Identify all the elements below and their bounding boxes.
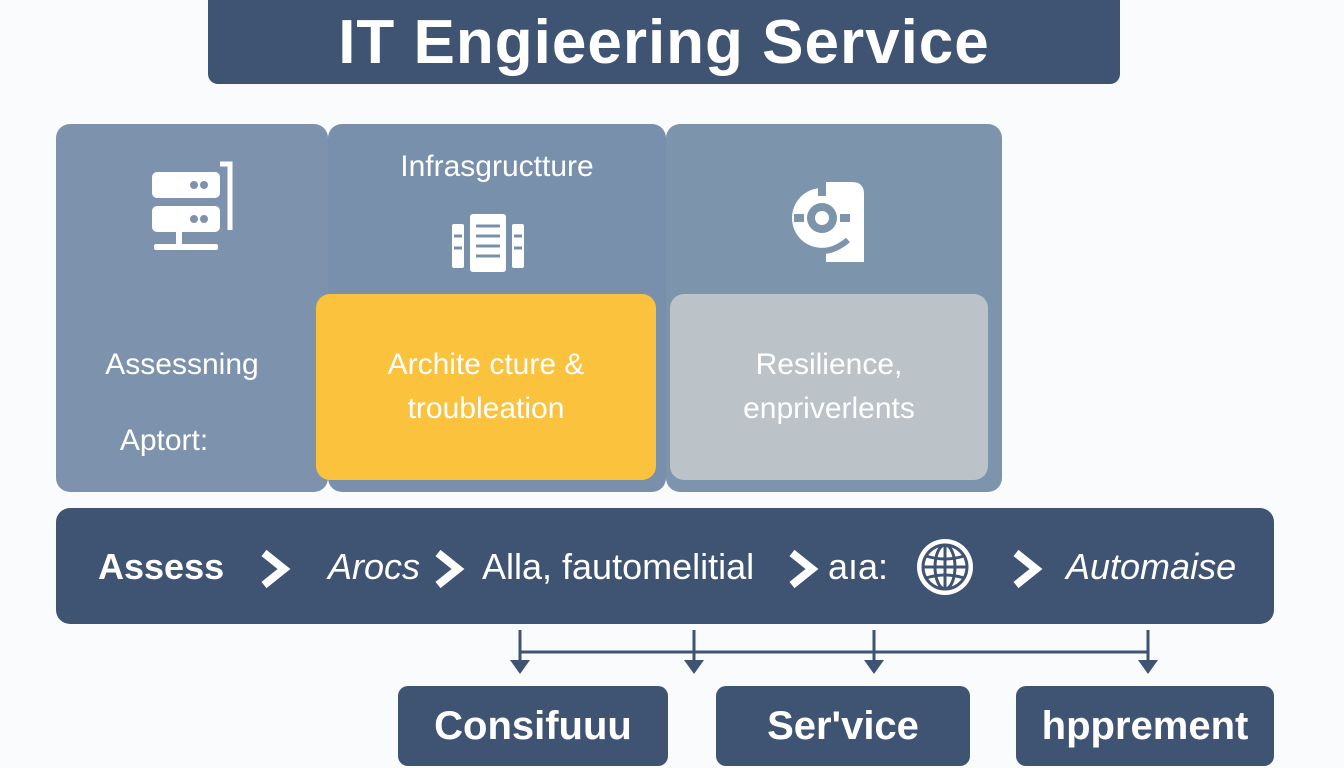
flow-step-arocs: Arocs — [328, 546, 421, 587]
architecture-line2: troubleation — [407, 392, 565, 425]
chevron-right-icon — [432, 549, 466, 594]
server-icon — [146, 158, 238, 254]
infrastructure-label: Infrasgructture — [400, 150, 594, 183]
flow-step-aia: aıa: — [828, 546, 889, 587]
resilience-line1: Resilience, — [755, 348, 903, 381]
datacenter-icon — [450, 212, 526, 276]
chevron-right-icon — [786, 549, 820, 594]
chevron-right-icon — [1010, 549, 1044, 594]
connector-lines — [0, 620, 1344, 689]
architecture-box: Archite cture & troubleation — [316, 294, 656, 480]
process-flow-bar — [56, 508, 1274, 624]
chevron-right-icon — [258, 549, 292, 594]
flow-step-assess: Assess — [98, 546, 225, 587]
consifuuu-box: Consifuuu — [398, 686, 668, 766]
service-box: Ser'vice — [716, 686, 970, 766]
flow-step-alla: Alla, fautomelitial — [482, 546, 755, 587]
resilience-box: Resilience, enpriverlents — [670, 294, 988, 480]
globe-icon — [914, 536, 976, 603]
gear-icon — [786, 178, 870, 266]
aptort-label: Aptort: — [119, 424, 209, 457]
flow-step-automaise: Automaise — [1066, 546, 1237, 587]
assessing-label: Assessning — [105, 348, 259, 381]
architecture-line1: Archite cture & — [387, 348, 585, 381]
resilience-line2: enpriverlents — [743, 392, 915, 425]
hpprement-box: hpprement — [1016, 686, 1274, 766]
page-title: IT Engieering Service — [208, 0, 1120, 84]
